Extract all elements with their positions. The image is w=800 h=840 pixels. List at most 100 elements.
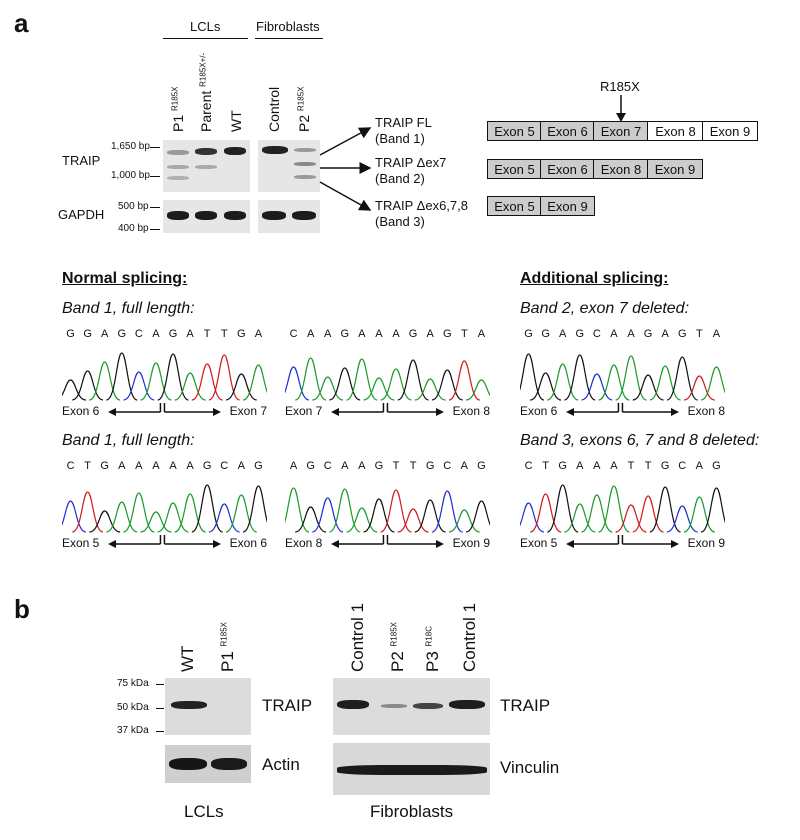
exon-r1-5: Exon 9 (702, 121, 758, 141)
chromatogram-peak (329, 367, 361, 401)
chromatogram-trace (62, 352, 267, 401)
junction-left-label: Exon 5 (520, 536, 558, 550)
chromatogram-peak (615, 355, 647, 401)
chromatogram-peak (547, 484, 579, 533)
base-call: A (152, 328, 160, 340)
lane-label-p1: P1 R185X (170, 86, 186, 132)
base-call: T (460, 328, 468, 340)
base-call: A (101, 328, 109, 340)
chromatogram-peak (431, 490, 463, 533)
chromatogram-peak (294, 357, 327, 401)
junction-right-label: Exon 7 (229, 404, 267, 418)
exon-junction: Exon 6 Exon 7 (62, 402, 267, 420)
exon-r2-2: Exon 6 (540, 159, 595, 179)
chromatogram-peak (225, 494, 257, 533)
base-call: A (375, 328, 383, 340)
base-call: G (442, 328, 452, 340)
base-call: A (289, 460, 298, 472)
base-call: T (542, 460, 549, 472)
chromatogram-peak (174, 493, 206, 533)
base-call: T (644, 460, 652, 472)
chromatogram-peak (89, 510, 121, 533)
base-call: G (306, 460, 315, 472)
chromatogram-peak (414, 378, 446, 401)
base-call: A (695, 460, 703, 472)
chromatogram-peak (431, 369, 463, 401)
junction-left-label: Exon 6 (62, 404, 100, 418)
base-call: A (254, 328, 263, 340)
exon-r3-2: Exon 9 (540, 196, 595, 216)
chromatogram-peak (191, 484, 223, 533)
gel-label-gapdh: GAPDH (58, 207, 105, 222)
group-lcls: LCLs (190, 19, 221, 34)
base-call: T (695, 328, 703, 340)
chromatogram-peak (329, 488, 361, 533)
fib-traip-blot (333, 678, 490, 735)
chromatogram-peak (414, 499, 446, 533)
lcl-lane-p1: P1 R185X (218, 622, 237, 672)
base-call: A (186, 328, 194, 340)
mutation-arrow (616, 95, 626, 122)
mutation-label: R185X (600, 79, 640, 94)
chromatogram-peak (530, 372, 562, 401)
chromatogram-peak (346, 507, 378, 533)
chromatogram-peak (346, 358, 378, 401)
junction-arrows (566, 403, 679, 416)
base-call: A (237, 460, 245, 472)
chromatogram-peak (140, 511, 172, 533)
subheader-band2: Band 2, exon 7 deleted: (520, 300, 690, 317)
fib-vinculin-label: Vinculin (500, 758, 560, 777)
lcl-lane-wt: WT (178, 645, 197, 672)
group-lcls-line (163, 38, 248, 39)
band-label-3: TRAIP Δex6,7,8(Band 3) (375, 198, 468, 229)
chromatogram-peak (564, 503, 596, 533)
base-call: A (135, 460, 143, 472)
base-call: A (627, 328, 635, 340)
band-label-1: TRAIP FL(Band 1) (375, 115, 432, 146)
lcl-actin-blot (165, 745, 251, 783)
chromatogram-peak (666, 356, 698, 401)
exon-r1-3: Exon 7 (593, 121, 649, 141)
chromatogram-peak (666, 505, 698, 533)
chromatogram-peak (598, 364, 630, 401)
chromatogram-peak (632, 495, 664, 533)
junction-left-label: Exon 5 (62, 536, 100, 550)
chromatogram-peak (397, 359, 429, 401)
chromatogram-peak (683, 375, 715, 401)
lane-label-parent: Parent R185X+/- (198, 52, 214, 132)
base-call: G (575, 328, 585, 340)
chromatogram-peak (581, 373, 613, 401)
chromatogram-trace (285, 487, 490, 533)
fib-lane-control-1a: Control 1 (348, 603, 367, 672)
panel-b-letter: b (14, 594, 30, 624)
group-fibroblasts: Fibroblasts (256, 19, 320, 34)
base-call: G (202, 460, 212, 472)
chromatogram-peak (380, 368, 412, 401)
chromatogram-peak (363, 377, 395, 401)
exon-r2-1: Exon 5 (487, 159, 542, 179)
base-call: A (186, 460, 194, 472)
chromatogram-peak (106, 501, 138, 533)
junction-left-label: Exon 8 (285, 536, 323, 550)
base-call: A (341, 460, 349, 472)
base-call: A (610, 328, 618, 340)
base-call: T (84, 460, 91, 472)
exon-r2-3: Exon 8 (593, 159, 649, 179)
base-call: T (392, 460, 400, 472)
exon-r1-1: Exon 5 (487, 121, 542, 141)
chromatogram-peak (89, 361, 121, 401)
lcl-traip-blot (165, 678, 251, 735)
chromatogram-trace (520, 353, 725, 401)
base-call: G (677, 328, 687, 340)
subheader-band3: Band 3, exons 6, 7 and 8 deleted: (520, 432, 760, 449)
chromatogram-peak (62, 500, 87, 533)
chromatogram-peak (448, 360, 481, 401)
